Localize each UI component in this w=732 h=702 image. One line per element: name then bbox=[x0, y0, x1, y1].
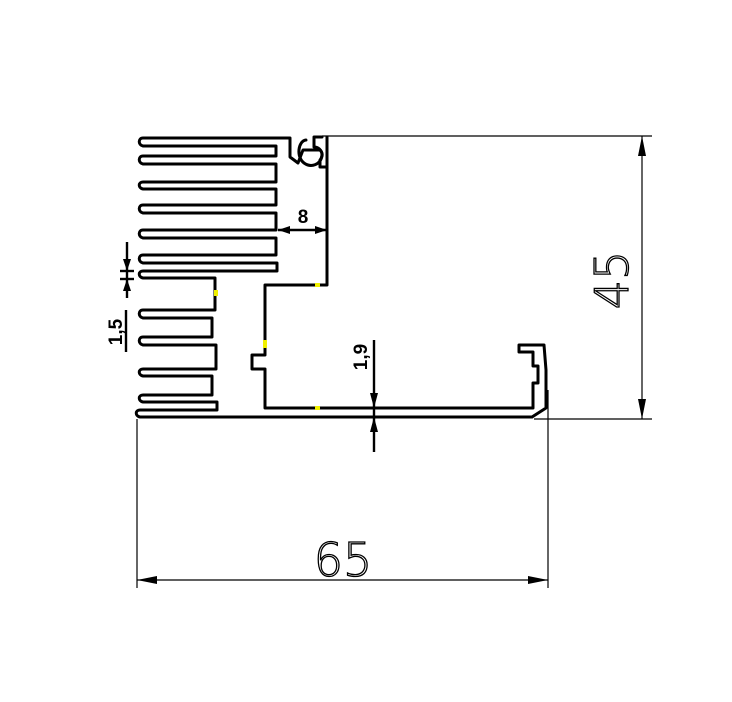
arrow-left bbox=[278, 226, 290, 234]
fin-thickness-label: 1,5 bbox=[106, 318, 127, 345]
marker-dot bbox=[315, 406, 320, 410]
fin-gap-label: 8 bbox=[298, 207, 309, 228]
dimension-fin-gap: 8 bbox=[278, 207, 327, 234]
dimension-overall-width: 65 bbox=[136, 390, 549, 588]
arrow-down bbox=[123, 259, 131, 271]
profile-outer-outline bbox=[134, 135, 548, 419]
overall-height-label: 45 bbox=[585, 251, 639, 310]
marker-dot bbox=[214, 290, 218, 296]
arrow-up bbox=[370, 417, 378, 432]
dimension-base-thickness: 1,9 bbox=[351, 340, 378, 452]
arrow-right bbox=[528, 576, 548, 584]
arrow-up bbox=[123, 279, 131, 291]
marker-dot bbox=[263, 340, 267, 348]
profile-clip-hook bbox=[297, 135, 324, 167]
arrow-right bbox=[315, 226, 327, 234]
heatsink-profile bbox=[134, 135, 548, 419]
arrow-down bbox=[370, 393, 378, 408]
dimension-overall-height: 45 bbox=[322, 135, 652, 420]
marker-dot bbox=[315, 283, 320, 287]
overall-width-label: 65 bbox=[314, 533, 373, 587]
arrow-up bbox=[638, 136, 646, 156]
base-thickness-label: 1,9 bbox=[351, 344, 372, 370]
arrow-left bbox=[137, 576, 157, 584]
dimension-fin-thickness: 1,5 bbox=[106, 242, 134, 352]
arrow-down bbox=[638, 399, 646, 419]
